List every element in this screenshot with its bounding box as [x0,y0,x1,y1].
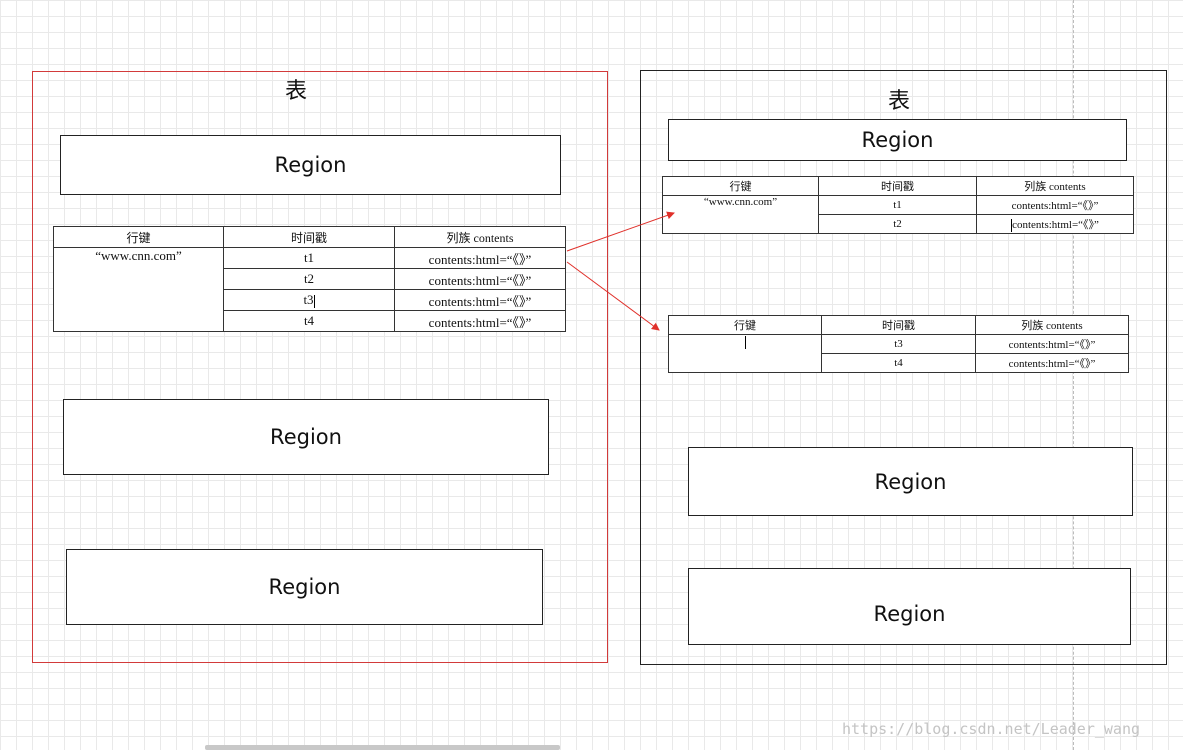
text-caret [744,336,746,349]
right-region-3: Region [688,568,1131,645]
text-caret [313,294,315,308]
arrow-to-split-region [566,261,660,331]
header-column-family: 列族 contents [394,226,566,248]
arrow-to-top-region [566,211,675,252]
right-table-frame [640,70,1167,665]
value-cell: contents:html=“《》” [975,353,1129,373]
timestamp-cell: t4 [821,353,976,373]
left-region-3: Region [66,549,543,625]
left-table-title: 表 [284,79,307,104]
timestamp-cell: t4 [223,310,395,332]
vertical-guide-line [1073,0,1074,750]
watermark-text: https://blog.csdn.net/Leader_wang [842,720,1141,738]
value-cell: contents:html=“《》” [394,289,566,311]
row-key-cell: “www.cnn.com” [53,247,224,332]
header-timestamp: 时间戳 [818,176,977,196]
horizontal-scrollbar[interactable] [205,745,560,750]
text-caret [1011,218,1013,232]
value-cell: contents:html=“《》” [1012,219,1099,231]
value-cell-wrap: contents:html=“《》” [976,214,1134,234]
value-cell: contents:html=“《》” [975,334,1129,354]
value-cell: contents:html=“《》” [976,195,1134,215]
row-key-cell: “www.cnn.com” [662,195,819,234]
right-region-1: Region [668,119,1127,161]
timestamp-cell: t3 [303,292,314,307]
right-hbase-table-top: 行键 时间戳 列族 contents “www.cnn.com” t1 cont… [662,176,1134,234]
right-region-2: Region [688,447,1133,516]
right-table-title: 表 [887,89,910,114]
left-region-2: Region [63,399,549,475]
value-cell: contents:html=“《》” [394,310,566,332]
row-key-cell-wrap [668,334,822,373]
right-hbase-table-bottom: 行键 时间戳 列族 contents t3 contents:html=“《》”… [668,315,1129,373]
left-region-1: Region [60,135,561,195]
left-hbase-table: 行键 时间戳 列族 contents “www.cnn.com” t1 cont… [53,226,566,332]
left-table-frame [32,71,608,663]
